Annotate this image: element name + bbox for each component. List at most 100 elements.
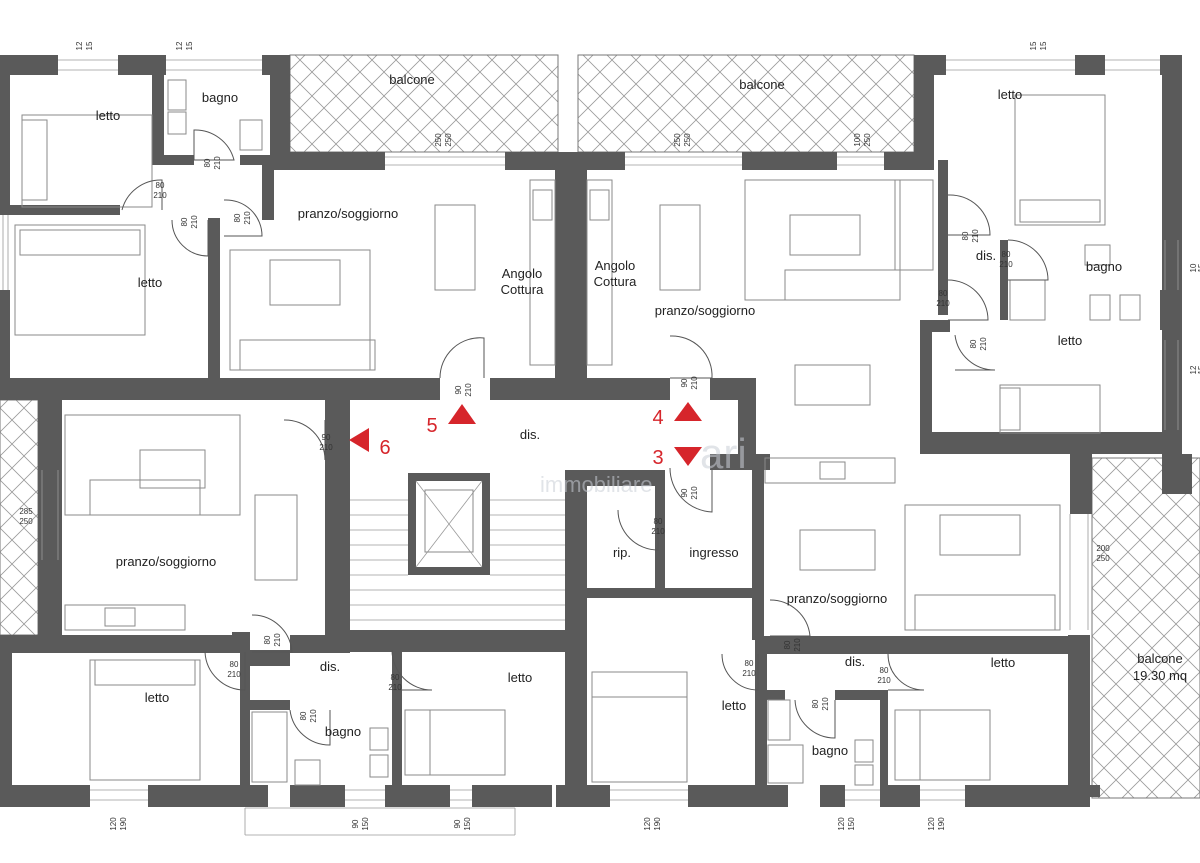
dim-door-br-1-a: 80 — [745, 659, 754, 668]
furniture — [14, 79, 1141, 786]
dim-door-tr-dis-2: 210 — [971, 229, 980, 243]
dim-bottom-b-2: 150 — [361, 817, 370, 831]
dim-top-a-1: 12 — [75, 41, 84, 50]
dim-door-br-4-b: 210 — [821, 697, 830, 711]
room-label-balcone-left: balcone — [389, 72, 435, 87]
dim-door-tr-letto-2: 210 — [979, 337, 988, 351]
room-label-cottura-right-1: Angolo — [595, 258, 635, 273]
room-label-pranzo-top-left: pranzo/soggiorno — [298, 206, 398, 221]
dim-bottom-a-1: 120 — [109, 817, 118, 831]
room-label-bagno-bottom-right: bagno — [812, 743, 848, 758]
watermark-subtitle: immobiliare — [540, 472, 652, 497]
dim-bottom-c-1: 90 — [453, 819, 462, 828]
room-label-letto-top-left: letto — [96, 108, 121, 123]
dim-top-e-2: 250 — [863, 133, 872, 147]
marker-6-label: 6 — [379, 437, 390, 459]
dim-door-br-4-a: 80 — [811, 699, 820, 708]
marker-5-label: 5 — [426, 415, 437, 437]
dim-door-pranzo-tl-2: 210 — [243, 211, 252, 225]
dim-door-rip-2: 210 — [651, 527, 665, 536]
dim-right-side-1-a: 10 — [1189, 263, 1198, 272]
dim-right-side-1-b: 15 — [1197, 263, 1200, 272]
dim-bottom-e-2: 150 — [847, 817, 856, 831]
dim-door-letto-ml-2: 210 — [190, 215, 199, 229]
room-label-letto-top-right: letto — [998, 87, 1023, 102]
room-label-dis-top-right: dis. — [976, 248, 996, 263]
room-label-bagno-bottom-left: bagno — [325, 724, 361, 739]
dim-door-entrance-3-1: 90 — [680, 488, 689, 497]
dim-top-b-2: 15 — [185, 41, 194, 50]
dim-bottom-d-2: 190 — [653, 817, 662, 831]
doors — [121, 129, 1049, 746]
dim-bottom-b-1: 90 — [351, 819, 360, 828]
dim-door-tr-dis-1: 80 — [961, 231, 970, 240]
room-label-bagno-top-right: bagno — [1086, 259, 1122, 274]
dim-door-br-3-b: 210 — [877, 676, 891, 685]
dim-door-br-2-b: 210 — [793, 638, 802, 652]
dim-bottom-f-2: 190 — [937, 817, 946, 831]
room-label-letto-mid-left: letto — [138, 275, 163, 290]
dim-right-balcony-b: 250 — [1096, 554, 1110, 563]
dim-top-d-2: 250 — [683, 133, 692, 147]
dim-door-tr-sog-1: 80 — [939, 289, 948, 298]
dim-door-bl-2-b: 210 — [273, 633, 282, 647]
dim-top-b-1: 12 — [175, 41, 184, 50]
dim-door-letto-ml-1: 80 — [180, 217, 189, 226]
dim-door-bl-3-a: 80 — [391, 673, 400, 682]
room-label-balcone-right: balcone — [739, 77, 785, 92]
dim-door-br-3-a: 80 — [880, 666, 889, 675]
dim-door-entrance-4-2: 210 — [690, 376, 699, 390]
dim-door-bl-4-b: 210 — [309, 709, 318, 723]
room-label-letto-bottom-center: letto — [508, 670, 533, 685]
room-label-letto-bottom-left: letto — [145, 690, 170, 705]
dim-door-letto-tl-1: 80 — [156, 181, 165, 190]
dim-top-e-1: 100 — [853, 133, 862, 147]
dim-top-f-1: 15 — [1029, 41, 1038, 50]
room-label-letto-bottom-right: letto — [991, 655, 1016, 670]
marker-3-label: 3 — [652, 447, 663, 469]
dim-top-c-1: 250 — [434, 133, 443, 147]
balcony-top-right — [577, 54, 915, 153]
dim-bottom-d-1: 120 — [643, 817, 652, 831]
room-label-rip: rip. — [613, 545, 631, 560]
dim-bottom-c-2: 150 — [463, 817, 472, 831]
dim-door-entrance-5-1: 90 — [454, 385, 463, 394]
dim-top-f-2: 15 — [1039, 41, 1048, 50]
marker-4-label: 4 — [652, 407, 663, 429]
dim-bottom-e-1: 120 — [837, 817, 846, 831]
room-label-pranzo-bottom-right: pranzo/soggiorno — [787, 591, 887, 606]
dim-bottom-f-1: 120 — [927, 817, 936, 831]
dim-door-letto-tl-2: 210 — [153, 191, 167, 200]
marker-4-arrow — [674, 402, 702, 421]
marker-3-arrow — [674, 447, 702, 466]
marker-6-arrow — [349, 428, 369, 452]
dim-door-br-1-b: 210 — [742, 669, 756, 678]
room-label-cottura-right-2: Cottura — [594, 274, 637, 289]
walls — [0, 55, 1192, 807]
dim-door-pranzo-tl-1: 80 — [233, 213, 242, 222]
room-label-letto-bottom-mid: letto — [722, 698, 747, 713]
dim-right-balcony-a: 200 — [1096, 544, 1110, 553]
dim-door-entrance-6-1: 90 — [322, 433, 331, 442]
dim-right-side-2-b: 15 — [1197, 365, 1200, 374]
dim-door-entrance-4-1: 90 — [680, 378, 689, 387]
dim-door-entrance-3-2: 210 — [690, 486, 699, 500]
dim-door-tr-bagno-1: 80 — [1002, 250, 1011, 259]
dim-door-rip-1: 80 — [654, 517, 663, 526]
dim-door-bl-4-a: 80 — [299, 711, 308, 720]
marker-5-arrow — [448, 404, 476, 424]
dim-door-tr-letto-1: 80 — [969, 339, 978, 348]
room-label-bagno-top-left: bagno — [202, 90, 238, 105]
dim-bottom-a-2: 190 — [119, 817, 128, 831]
viewpoint-markers: 5 4 3 6 — [349, 402, 702, 469]
dim-door-bl-2-a: 80 — [263, 635, 272, 644]
dim-door-bagno-tl-2: 210 — [213, 156, 222, 170]
dim-left-side-a: 285 — [19, 507, 33, 516]
watermark: ari immobiliare — [540, 430, 747, 497]
balcony-top-left — [289, 54, 559, 153]
dim-door-br-2-a: 80 — [783, 640, 792, 649]
dim-top-c-2: 250 — [444, 133, 453, 147]
room-label-dis-center: dis. — [520, 427, 540, 442]
dim-top-a-2: 15 — [85, 41, 94, 50]
